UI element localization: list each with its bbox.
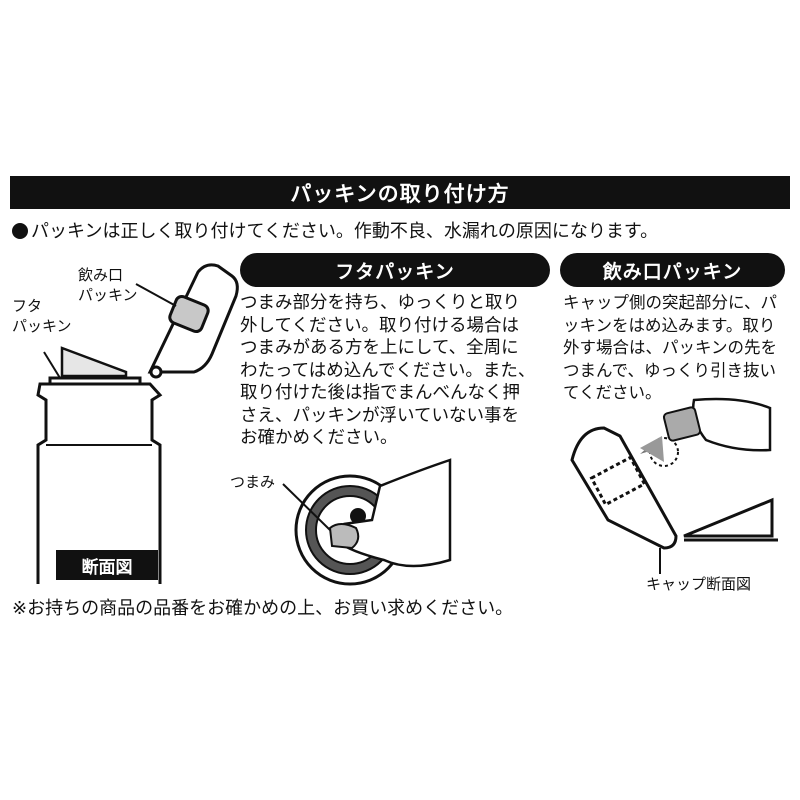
lid-packing-title: フタパッキン xyxy=(240,253,550,287)
intro-text: パッキンは正しく取り付けてください。作動不良、水漏れの原因になります。 xyxy=(31,221,659,242)
bottle-cross-section xyxy=(36,346,163,584)
lid-ring-illustration xyxy=(282,458,452,586)
cap-section-label: キャップ断面図 xyxy=(646,575,752,593)
label-lid-packing: フタ パッキン xyxy=(12,297,72,335)
page-heading-text: パッキンの取り付け方 xyxy=(290,181,510,206)
open-cap-illustration xyxy=(135,263,239,379)
tab-label: つまみ xyxy=(230,473,276,491)
cap-cross-section-illustration xyxy=(570,397,778,574)
bullet-icon xyxy=(12,223,28,239)
footer-note: ※お持ちの商品の品番をお確かめの上、お買い求めください。 xyxy=(12,598,514,619)
mouth-packing-instructions: キャップ側の突起部分に、パ ッキンをはめ込みます。取り 外す場合は、パッキンの先… xyxy=(563,293,778,402)
intro-note: パッキンは正しく取り付けてください。作動不良、水漏れの原因になります。 xyxy=(12,220,658,244)
label-mouth-packing: 飲み口 パッキン xyxy=(78,266,138,304)
lid-packing-instructions: つまみ部分を持ち、ゆっくりと取り 外してください。取り付ける場合は つまみがある… xyxy=(240,293,536,448)
mouth-packing-title: 飲み口パッキン xyxy=(560,253,785,287)
cross-section-label: 断面図 xyxy=(56,550,158,580)
page-heading: パッキンの取り付け方 xyxy=(10,176,790,209)
